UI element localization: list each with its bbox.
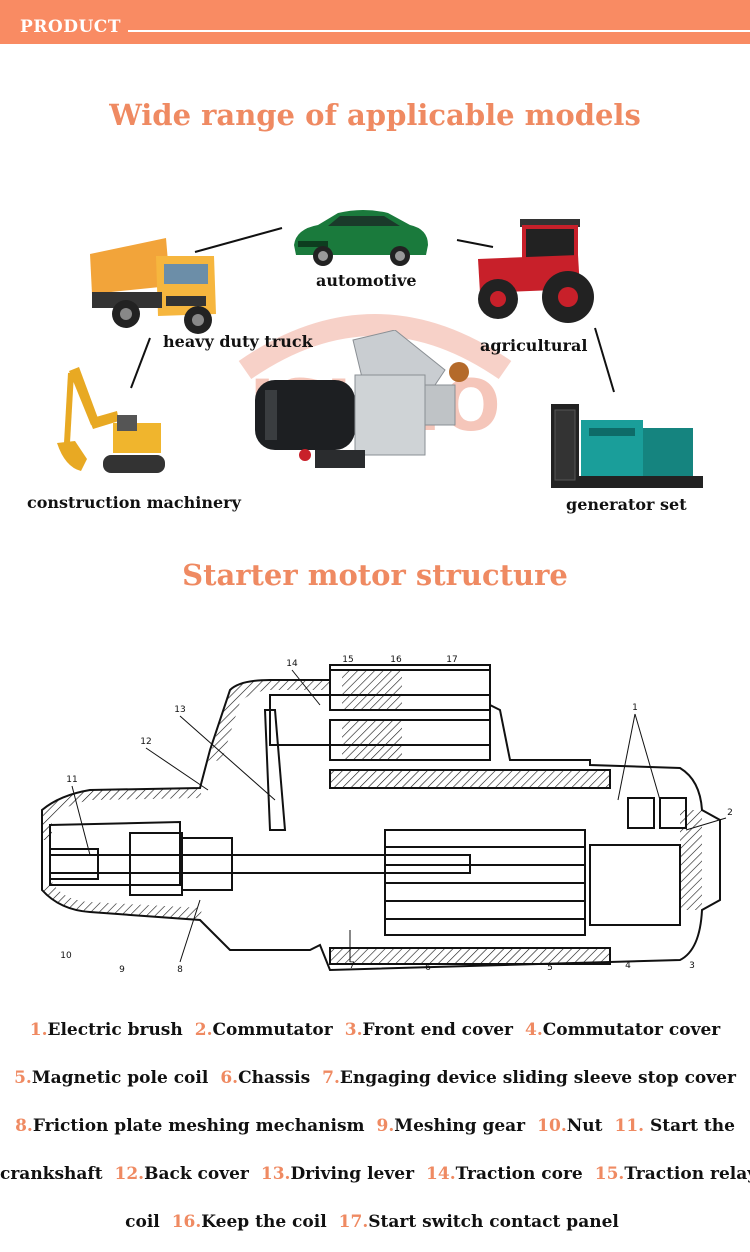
legend-item-text: Commutator cover: [542, 1020, 721, 1040]
legend-line-3: 8.Friction plate meshing mechanism 9.Mesh…: [0, 1116, 750, 1136]
legend-item: 14.Traction core: [426, 1164, 583, 1184]
label-generator-set: generator set: [566, 495, 687, 514]
starter-motor-image: [255, 330, 469, 468]
legend-item-number: 8.: [15, 1116, 33, 1136]
legend-item: 5.Magnetic pole coil: [14, 1068, 208, 1088]
legend-item-number: 14.: [426, 1164, 456, 1184]
legend-item-text: Nut: [566, 1116, 603, 1136]
label-construction-machinery: construction machinery: [27, 493, 241, 512]
legend-item-text: Commutator: [212, 1020, 333, 1040]
callout-16: 16: [390, 655, 402, 665]
callout-13: 13: [174, 705, 185, 715]
excavator-image: [57, 367, 165, 473]
legend-item-number: 11.: [614, 1116, 645, 1136]
legend-item-number: 2.: [194, 1020, 213, 1040]
callout-8: 8: [177, 965, 183, 975]
legend-item: 13.Driving lever: [261, 1164, 414, 1184]
legend-continuation: crankshaft: [0, 1164, 103, 1184]
legend-item-text: Driving lever: [290, 1164, 415, 1184]
legend-item-text: Keep the coil: [201, 1212, 327, 1232]
header-bar: PRODUCT: [0, 0, 750, 44]
legend-item-text: Magnetic pole coil: [31, 1068, 209, 1088]
label-heavy-duty-truck: heavy duty truck: [163, 332, 313, 351]
legend-item-number: 12.: [114, 1164, 145, 1184]
callout-12: 12: [140, 737, 151, 747]
callout-1: 1: [632, 703, 638, 713]
callout-5: 5: [547, 963, 553, 973]
legend-item: 6.Chassis: [220, 1068, 310, 1088]
legend-item-text: Meshing gear: [394, 1116, 526, 1136]
legend-item-number: 6.: [220, 1068, 239, 1088]
legend-item-text: Start switch contact panel: [368, 1212, 619, 1232]
legend-line-2: 5.Magnetic pole coil 6.Chassis 7.Engaging …: [0, 1068, 750, 1088]
legend-item-number: 7.: [322, 1068, 340, 1088]
legend-item: 12.Back cover: [115, 1164, 249, 1184]
legend-item-text: Electric brush: [47, 1020, 183, 1040]
legend-item-number: 1.: [29, 1020, 48, 1040]
legend-item-text: Traction core: [455, 1164, 583, 1184]
legend-item: 4.Commutator cover: [525, 1020, 720, 1040]
legend-item-text: Start the: [644, 1116, 735, 1136]
legend-item: 9.Meshing gear: [377, 1116, 526, 1136]
legend-item-text: Back cover: [144, 1164, 249, 1184]
legend-item-number: 16.: [171, 1212, 202, 1232]
header-label: PRODUCT: [20, 17, 121, 37]
label-automotive: automotive: [316, 271, 417, 290]
legend-item: 7.Engaging device sliding sleeve stop co…: [322, 1068, 736, 1088]
callout-2: 2: [727, 808, 733, 818]
section-title-structure: Starter motor structure: [182, 558, 568, 592]
tractor-image: [478, 219, 594, 323]
callout-11: 11: [66, 775, 77, 785]
legend-item: 11. Start the: [615, 1116, 735, 1136]
legend-item-text: Front end cover: [362, 1020, 514, 1040]
callout-14: 14: [286, 659, 298, 669]
section-title-models: Wide range of applicable models: [109, 98, 641, 132]
legend-item: 16.Keep the coil: [172, 1212, 327, 1232]
legend-item-number: 5.: [14, 1068, 32, 1088]
header-divider: [128, 30, 750, 32]
legend-item-text: Engaging device sliding sleeve stop cove…: [339, 1068, 736, 1088]
legend-item-number: 17.: [338, 1212, 369, 1232]
callout-9: 9: [119, 965, 125, 975]
callout-3: 3: [689, 961, 695, 971]
legend-line-1: 1.Electric brush 2.Commutator 3.Front end …: [0, 1020, 750, 1040]
generator-image: [551, 404, 703, 488]
legend-item-text: Chassis: [238, 1068, 311, 1088]
legend-item: 3.Front end cover: [345, 1020, 513, 1040]
callout-17: 17: [446, 655, 457, 665]
legend-continuation: coil: [125, 1212, 160, 1232]
callout-10: 10: [60, 951, 72, 961]
legend-item: 1.Electric brush: [30, 1020, 183, 1040]
legend-line-4: crankshaft 12.Back cover 13.Driving lever…: [0, 1164, 750, 1184]
legend-item-number: 10.: [537, 1116, 567, 1136]
truck-image: [90, 238, 216, 334]
label-agricultural: agricultural: [480, 336, 588, 355]
legend-item: 17.Start switch contact panel: [339, 1212, 619, 1232]
legend-item-number: 4.: [525, 1020, 543, 1040]
connector-lines: [130, 227, 615, 393]
callout-6: 6: [425, 963, 431, 973]
legend-item: 8.Friction plate meshing mechanism: [15, 1116, 364, 1136]
legend-item-number: 9.: [376, 1116, 395, 1136]
callout-7: 7: [349, 961, 355, 971]
starter-motor-diagram: 1 2 3 4 5 6 7 8 9 10 11 12 13 14 15 16 1…: [41, 655, 733, 975]
legend-line-5: coil 16.Keep the coil 17.Start switch con…: [0, 1212, 750, 1232]
legend-item: 2.Commutator: [195, 1020, 333, 1040]
legend-item: 15.Traction relay: [595, 1164, 750, 1184]
legend-item-number: 15.: [594, 1164, 625, 1184]
car-image: [294, 210, 428, 266]
legend-item-text: Traction relay: [624, 1164, 750, 1184]
legend-item-number: 13.: [260, 1164, 291, 1184]
legend-item-number: 3.: [344, 1020, 363, 1040]
callout-15: 15: [342, 655, 353, 665]
callout-4: 4: [625, 961, 631, 971]
legend-item: 10.Nut: [537, 1116, 602, 1136]
legend-item-text: Friction plate meshing mechanism: [32, 1116, 365, 1136]
